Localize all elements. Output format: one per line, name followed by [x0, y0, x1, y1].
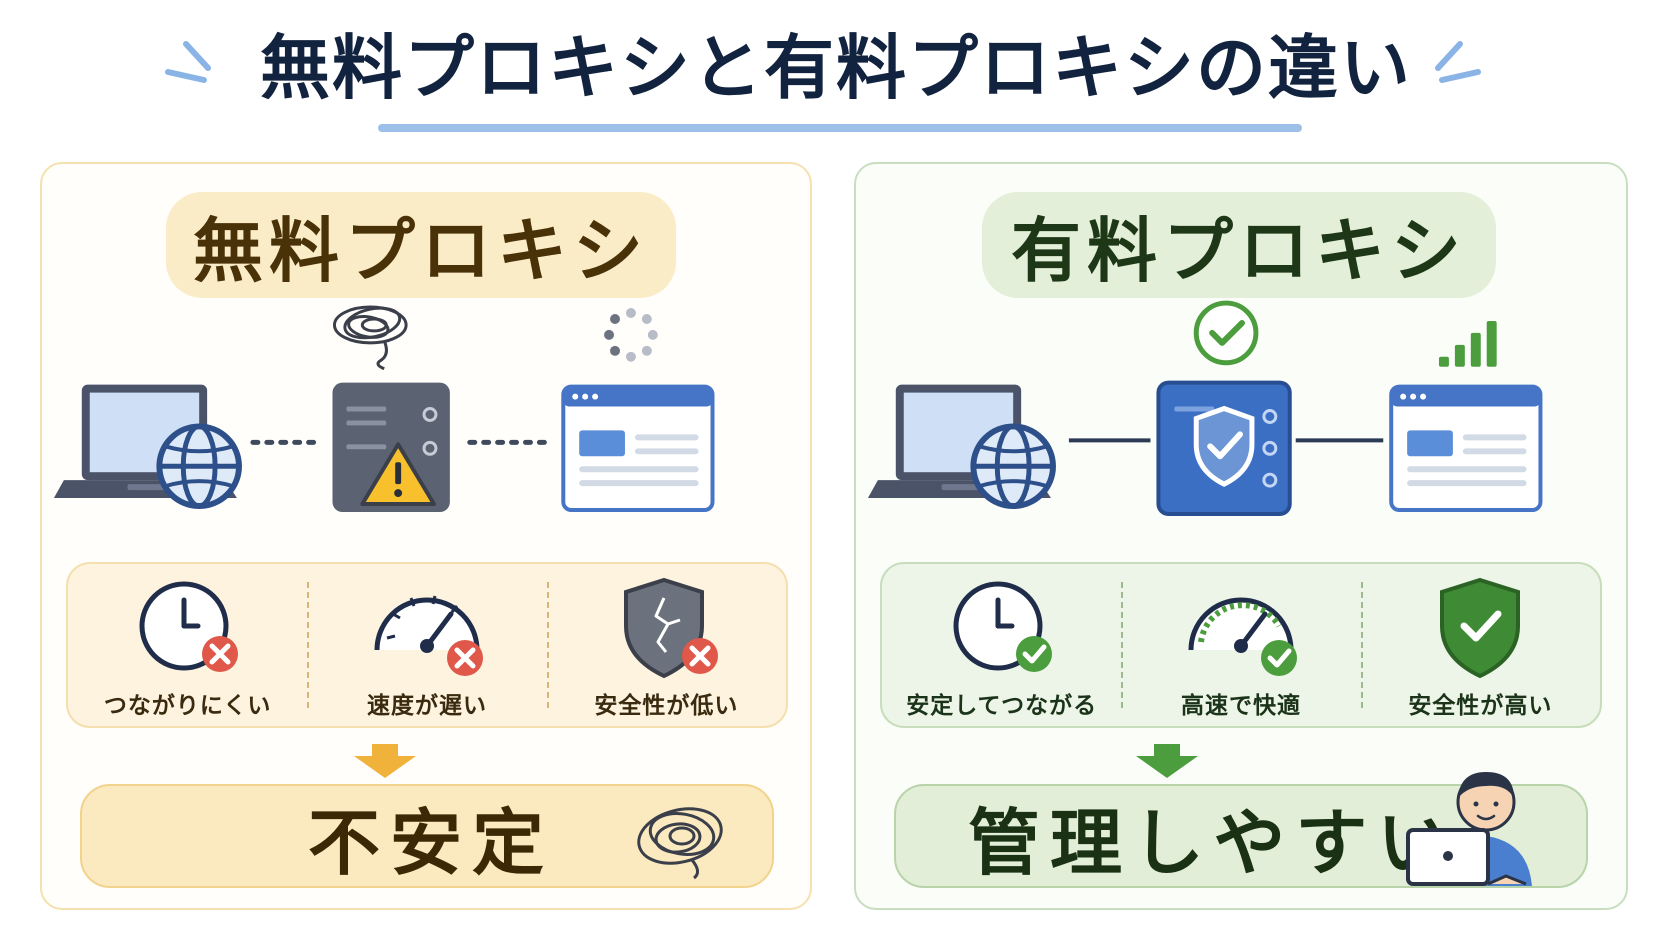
speedometer-icon: [374, 595, 483, 676]
x-badge-icon: [446, 640, 483, 676]
paid-result-banner: 管理しやすい: [894, 772, 1588, 888]
free-proxy-heading: 無料プロキシ: [166, 192, 676, 298]
paid-proxy-heading: 有料プロキシ: [982, 192, 1496, 298]
free-proxy-diagram: [53, 305, 715, 512]
loading-spinner-icon: [604, 308, 658, 362]
feature-label: 高速で快適: [1180, 693, 1301, 719]
left-sparkle-icon: [165, 41, 211, 83]
speedometer-icon: [1188, 597, 1297, 676]
cracked-shield-icon: [624, 577, 719, 679]
x-badge-icon: [682, 638, 719, 674]
feature-label: 安定してつながる: [906, 693, 1098, 719]
down-arrow-icon: [354, 744, 416, 778]
feature-item: つながりにくい: [68, 564, 307, 726]
shield-server-icon: [1156, 380, 1292, 516]
signal-bars-icon: [1438, 320, 1497, 367]
paid-result-text: 管理しやすい: [968, 800, 1460, 885]
laptop-globe-icon: [867, 384, 1056, 509]
check-shield-icon: [1440, 577, 1521, 679]
browser-window-icon: [561, 384, 715, 512]
feature-label: 安全性が低い: [594, 693, 739, 719]
paid-proxy-panel: 有料プロキシ: [854, 162, 1628, 910]
down-arrow-icon: [1136, 744, 1198, 778]
free-feature-list: つながりにくい 速度が遅い: [66, 562, 788, 728]
feature-label: 速度が遅い: [366, 693, 487, 719]
feature-item: 安全性が高い: [1360, 564, 1600, 726]
free-result-text: 不安定: [308, 800, 555, 885]
x-badge-icon: [201, 636, 238, 672]
paid-proxy-diagram: [867, 300, 1543, 516]
check-badge-icon: [1260, 640, 1297, 676]
feature-item: 高速で快適: [1121, 564, 1360, 726]
tangle-scribble-icon: [637, 807, 723, 880]
title-underline: [378, 124, 1302, 132]
page-title: 無料プロキシと有料プロキシの違い: [260, 27, 1412, 109]
free-result-banner: 不安定: [80, 784, 774, 888]
browser-window-icon: [1389, 384, 1543, 512]
feature-item: 速度が遅い: [307, 564, 546, 726]
tangle-scribble-icon: [332, 305, 408, 371]
free-proxy-panel: 無料プロキシ: [40, 162, 812, 910]
laptop-globe-icon: [53, 384, 242, 509]
person-with-laptop-icon: [1406, 772, 1532, 886]
feature-label: つながりにくい: [103, 693, 272, 719]
feature-item: 安定してつながる: [882, 564, 1121, 726]
check-badge-icon: [1015, 636, 1052, 672]
server-warning-icon: [332, 382, 450, 512]
clock-icon: [139, 581, 238, 672]
feature-item: 安全性が低い: [546, 564, 786, 726]
check-circle-icon: [1193, 300, 1259, 366]
feature-label: 安全性が高い: [1408, 693, 1553, 719]
paid-feature-list: 安定してつながる 高速で快適 安全性が高い: [880, 562, 1602, 728]
clock-icon: [953, 581, 1052, 672]
right-sparkle-icon: [1435, 41, 1481, 83]
